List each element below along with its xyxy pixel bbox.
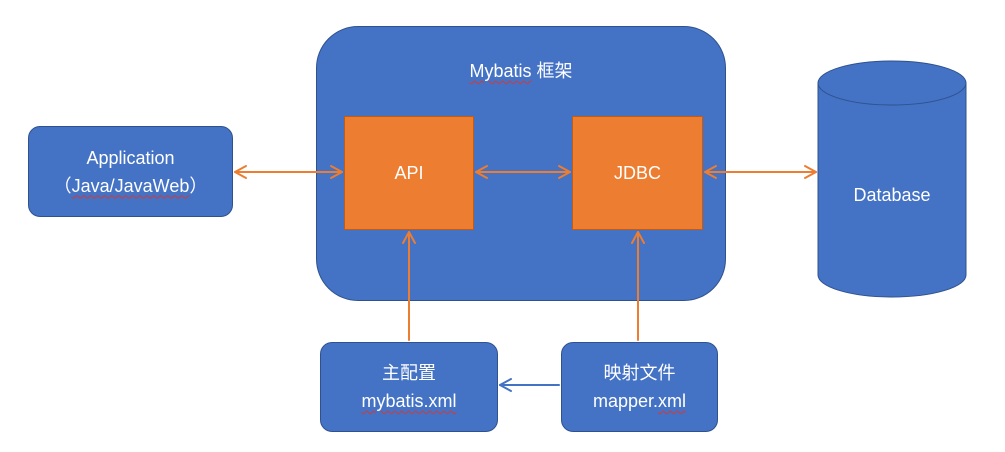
application-box: Application （Java/JavaWeb） bbox=[28, 126, 233, 217]
database-label: Database bbox=[853, 185, 931, 205]
jdbc-label: JDBC bbox=[613, 163, 661, 183]
arrowhead-jdbc-bottom bbox=[631, 231, 645, 244]
arrowhead-api-bottom bbox=[402, 231, 416, 244]
jdbc-box: JDBC bbox=[572, 116, 703, 230]
api-box: API bbox=[344, 116, 474, 230]
main-config-file: mybatis.xml bbox=[361, 391, 457, 411]
arrowhead-database bbox=[804, 165, 817, 179]
mapping-files-file: mapper.xml bbox=[592, 391, 687, 411]
framework-suffix: 框架 bbox=[531, 61, 573, 81]
main-config-box: 主配置 mybatis.xml bbox=[320, 342, 498, 432]
arrowhead-api-right bbox=[475, 165, 488, 179]
application-title: Application bbox=[86, 147, 175, 168]
arrowhead-application bbox=[234, 165, 247, 179]
arrowhead-jdbc-right bbox=[704, 165, 717, 179]
arrowhead-api-left bbox=[330, 165, 343, 179]
database-body bbox=[817, 83, 967, 298]
arrowhead-config bbox=[499, 378, 512, 392]
api-label: API bbox=[394, 163, 424, 183]
database-label-wrap: Database bbox=[818, 170, 966, 220]
database-top bbox=[817, 60, 967, 106]
application-subtitle: （Java/JavaWeb） bbox=[53, 175, 208, 196]
arrowhead-jdbc-left bbox=[558, 165, 571, 179]
main-config-title: 主配置 bbox=[382, 363, 436, 383]
application-platform: Java/JavaWeb bbox=[71, 175, 190, 196]
framework-title: Mybatis 框架 bbox=[469, 57, 572, 85]
mapping-files-title: 映射文件 bbox=[603, 363, 676, 383]
framework-name: Mybatis bbox=[469, 61, 532, 81]
mapping-files-box: 映射文件 mapper.xml bbox=[561, 342, 718, 432]
